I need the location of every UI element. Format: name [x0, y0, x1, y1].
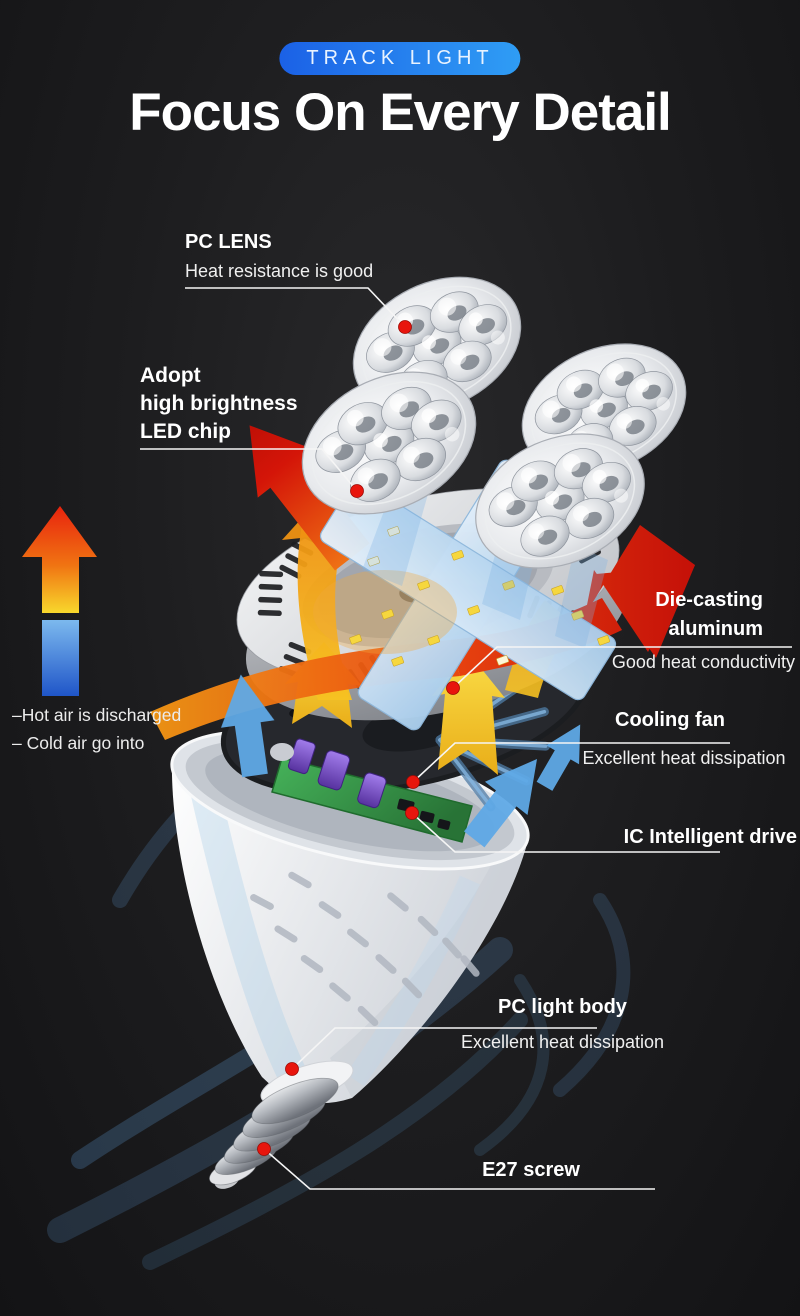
callout-line-led-chip	[140, 448, 358, 492]
callout-dot-e27	[257, 1142, 271, 1156]
callout-dot-cooling-fan	[406, 775, 420, 789]
callout-dot-pc-body	[285, 1062, 299, 1076]
callout-led-chip: Adopt high brightness LED chip	[140, 364, 298, 443]
callout-dots	[257, 320, 460, 1156]
callout-dot-ic-drive	[405, 806, 419, 820]
callout-lines	[140, 287, 792, 1190]
callout-die-casting-subtitle: Good heat conductivity	[611, 652, 795, 672]
callout-pc-body-title: PC light body	[498, 996, 627, 1018]
callout-line-e27	[263, 1148, 655, 1190]
pc-lens-subtitle: Heat resistance is good	[185, 261, 374, 281]
pc-lens-title: PC LENS	[185, 231, 272, 253]
callout-dot-die-casting	[446, 681, 460, 695]
callout-line-ic-drive	[411, 812, 720, 853]
vent-slots	[250, 871, 480, 1027]
callout-line-pc-lens	[185, 287, 406, 328]
callout-e27-title: E27 screw	[482, 1159, 580, 1181]
callout-line-pc-body	[291, 1027, 597, 1070]
callout-line-cooling-fan	[412, 742, 730, 783]
page-title: Focus On Every Detail	[129, 83, 672, 142]
track-light-badge: TRACK LIGHT	[279, 42, 521, 75]
callout-line-die-casting	[452, 646, 792, 689]
cold-air-legend-bar	[42, 620, 79, 696]
callout-dot-pc-lens	[398, 320, 412, 334]
callout-dot-led-chip	[350, 484, 364, 498]
led-board-cross	[313, 459, 617, 731]
callout-pc-body-subtitle: Excellent heat dissipation	[460, 1032, 665, 1052]
airflow-legend-arrow	[22, 506, 97, 696]
hot-air-legend-arrow	[22, 506, 97, 613]
legend-hot-air: –Hot air is discharged	[12, 705, 182, 725]
callout-cooling-fan-subtitle: Excellent heat dissipation	[582, 748, 786, 768]
callout-cooling-fan-title: Cooling fan	[615, 709, 725, 731]
callout-ic-drive-title: IC Intelligent drive	[623, 826, 797, 848]
callout-die-casting-title: Die-casting aluminum	[655, 589, 763, 640]
callout-pc-lens: PC LENS Heat resistance is good	[185, 229, 373, 283]
legend-cold-air: – Cold air go into	[12, 733, 145, 753]
